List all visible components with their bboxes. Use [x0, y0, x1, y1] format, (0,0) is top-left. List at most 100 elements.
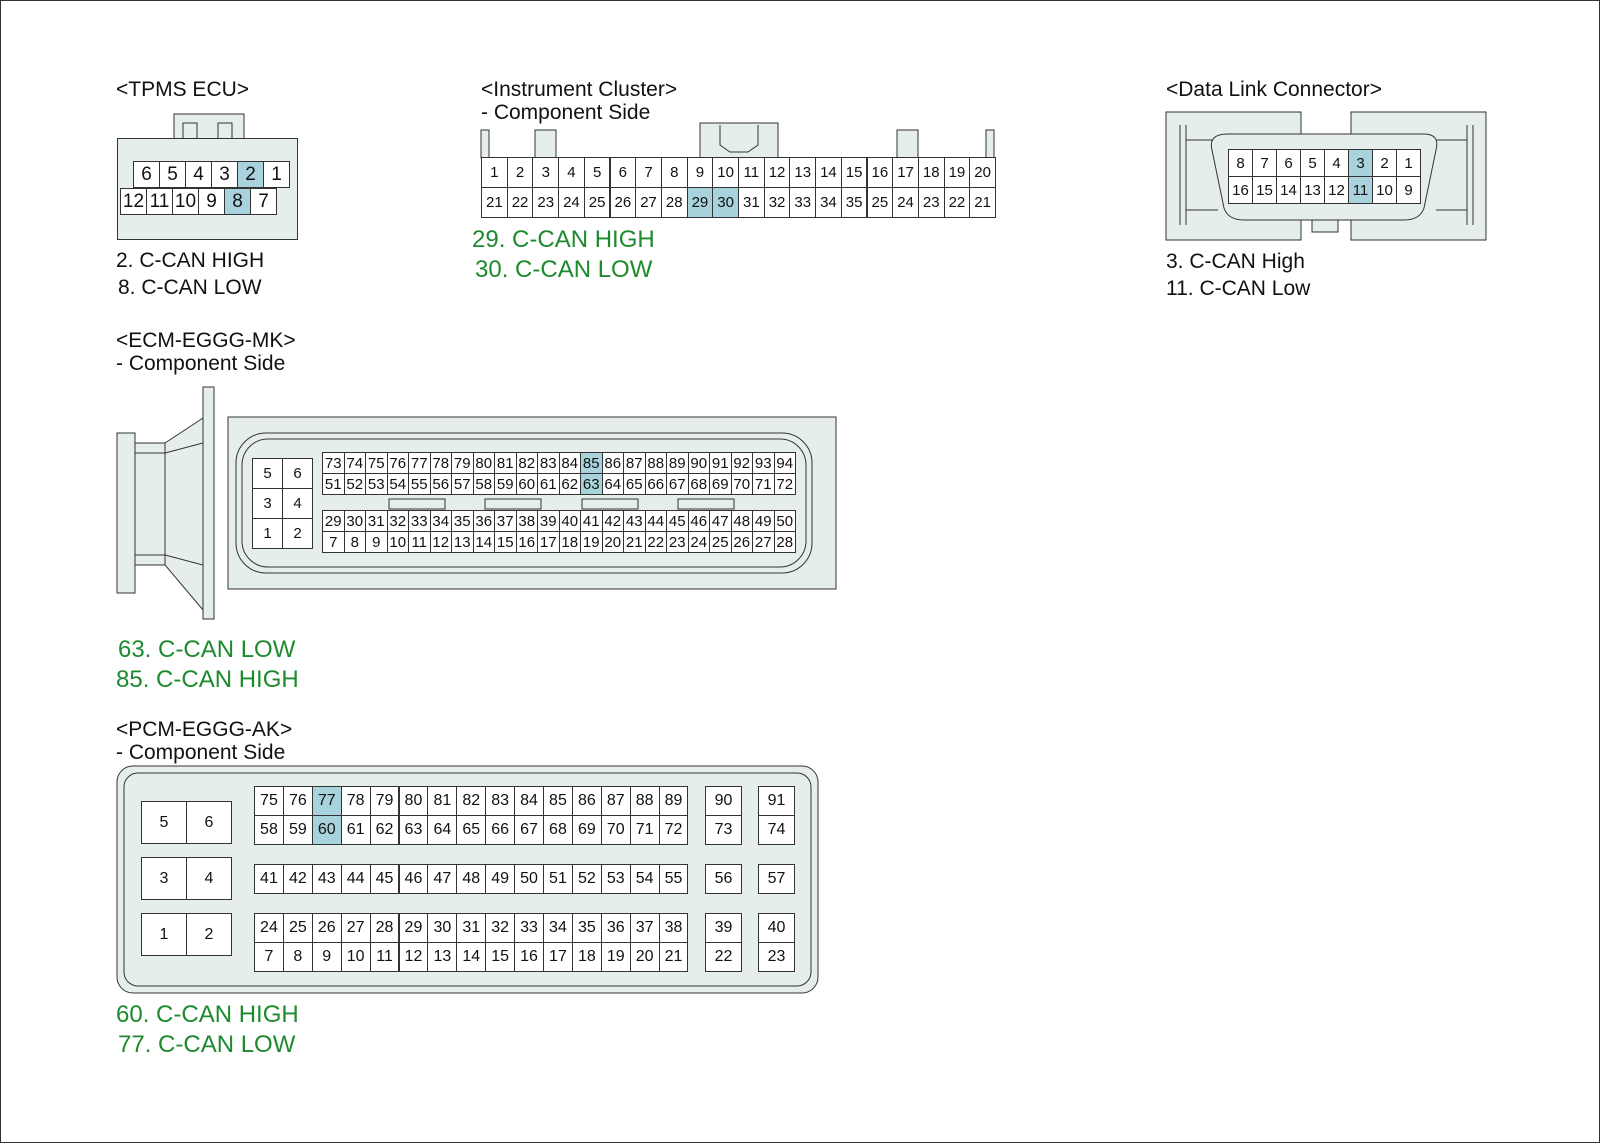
pin-7: 7 — [250, 188, 277, 215]
pin-4: 4 — [282, 488, 313, 519]
pin-10: 10 — [1372, 176, 1397, 204]
pin-83: 83 — [537, 452, 560, 474]
pin-8: 8 — [1228, 149, 1253, 177]
pin-11: 11 — [1348, 176, 1373, 204]
ecm-subtitle: - Component Side — [116, 352, 286, 375]
pin-1: 1 — [1396, 149, 1421, 177]
pin-63: 63 — [580, 473, 603, 495]
pin-9: 9 — [686, 157, 714, 188]
pin-70: 70 — [730, 473, 753, 495]
pin-26: 26 — [609, 187, 637, 218]
pin-20: 20 — [629, 942, 660, 972]
pin-4: 4 — [1324, 149, 1349, 177]
pin-16: 16 — [1228, 176, 1253, 204]
pin-15: 15 — [840, 157, 868, 188]
pin-21: 21 — [969, 187, 996, 218]
pin-21: 21 — [658, 942, 689, 972]
pin-30: 30 — [343, 510, 366, 532]
pin-41: 41 — [254, 864, 284, 894]
pin-69: 69 — [709, 473, 732, 495]
pin-65: 65 — [456, 815, 487, 845]
pin-11: 11 — [408, 531, 431, 553]
pin-29: 29 — [686, 187, 714, 218]
pin-7: 7 — [1252, 149, 1277, 177]
pin-31: 31 — [456, 913, 487, 943]
pin-27: 27 — [752, 531, 775, 553]
pin-64: 64 — [427, 815, 458, 845]
pin-33: 33 — [408, 510, 431, 532]
pin-52: 52 — [343, 473, 366, 495]
pin-46: 46 — [398, 864, 429, 894]
pin-72: 72 — [773, 473, 796, 495]
pin-42: 42 — [601, 510, 624, 532]
pcm-note-2: 77. C-CAN LOW — [118, 1031, 296, 1058]
pin-58: 58 — [254, 815, 284, 845]
pin-80: 80 — [472, 452, 495, 474]
pin-49: 49 — [485, 864, 516, 894]
pin-57: 57 — [758, 864, 795, 894]
pin-66: 66 — [644, 473, 667, 495]
pin-93: 93 — [752, 452, 775, 474]
pin-54: 54 — [629, 864, 660, 894]
pin-49: 49 — [752, 510, 775, 532]
pin-6: 6 — [133, 161, 160, 188]
pin-36: 36 — [600, 913, 631, 943]
pin-16: 16 — [514, 942, 544, 972]
ecm-note-2: 85. C-CAN HIGH — [116, 666, 299, 693]
pin-4: 4 — [186, 857, 232, 900]
pin-23: 23 — [917, 187, 945, 218]
tpms-note-2: 8. C-CAN LOW — [118, 276, 262, 299]
pin-14: 14 — [472, 531, 495, 553]
cluster-note-2: 30. C-CAN LOW — [475, 256, 653, 283]
pin-68: 68 — [543, 815, 573, 845]
pin-10: 10 — [172, 188, 199, 215]
pin-83: 83 — [485, 786, 516, 816]
cluster-title: <Instrument Cluster> — [481, 78, 678, 101]
pin-9: 9 — [1396, 176, 1421, 204]
pin-21: 21 — [623, 531, 646, 553]
pin-55: 55 — [408, 473, 431, 495]
pin-12: 12 — [1324, 176, 1349, 204]
pin-27: 27 — [340, 913, 371, 943]
pin-39: 39 — [537, 510, 560, 532]
pin-15: 15 — [485, 942, 516, 972]
pin-1: 1 — [141, 913, 187, 956]
pin-76: 76 — [386, 452, 409, 474]
pin-47: 47 — [709, 510, 732, 532]
pin-2: 2 — [237, 161, 264, 188]
pin-16: 16 — [866, 157, 894, 188]
pin-65: 65 — [623, 473, 646, 495]
pin-72: 72 — [658, 815, 689, 845]
pin-5: 5 — [1300, 149, 1325, 177]
pin-60: 60 — [311, 815, 342, 845]
pin-2: 2 — [506, 157, 534, 188]
pin-75: 75 — [254, 786, 284, 816]
pin-8: 8 — [282, 942, 313, 972]
pin-11: 11 — [738, 157, 765, 188]
ecm-note-1: 63. C-CAN LOW — [118, 636, 296, 663]
pin-24: 24 — [558, 187, 585, 218]
pin-12: 12 — [763, 157, 791, 188]
pin-92: 92 — [730, 452, 753, 474]
pin-10: 10 — [712, 157, 739, 188]
pin-38: 38 — [658, 913, 689, 943]
pin-1: 1 — [481, 157, 508, 188]
pin-35: 35 — [840, 187, 868, 218]
dlc-note-2: 11. C-CAN Low — [1166, 277, 1311, 300]
pin-61: 61 — [340, 815, 371, 845]
pin-9: 9 — [311, 942, 342, 972]
pin-7: 7 — [254, 942, 284, 972]
pin-37: 37 — [494, 510, 517, 532]
cluster-subtitle: - Component Side — [481, 101, 651, 124]
pin-75: 75 — [365, 452, 388, 474]
pin-31: 31 — [738, 187, 765, 218]
pin-45: 45 — [369, 864, 400, 894]
pin-56: 56 — [429, 473, 452, 495]
pin-17: 17 — [543, 942, 573, 972]
pin-44: 44 — [340, 864, 371, 894]
pin-59: 59 — [282, 815, 313, 845]
pin-2: 2 — [1372, 149, 1397, 177]
pin-3: 3 — [532, 157, 560, 188]
pin-79: 79 — [451, 452, 474, 474]
pin-79: 79 — [369, 786, 400, 816]
